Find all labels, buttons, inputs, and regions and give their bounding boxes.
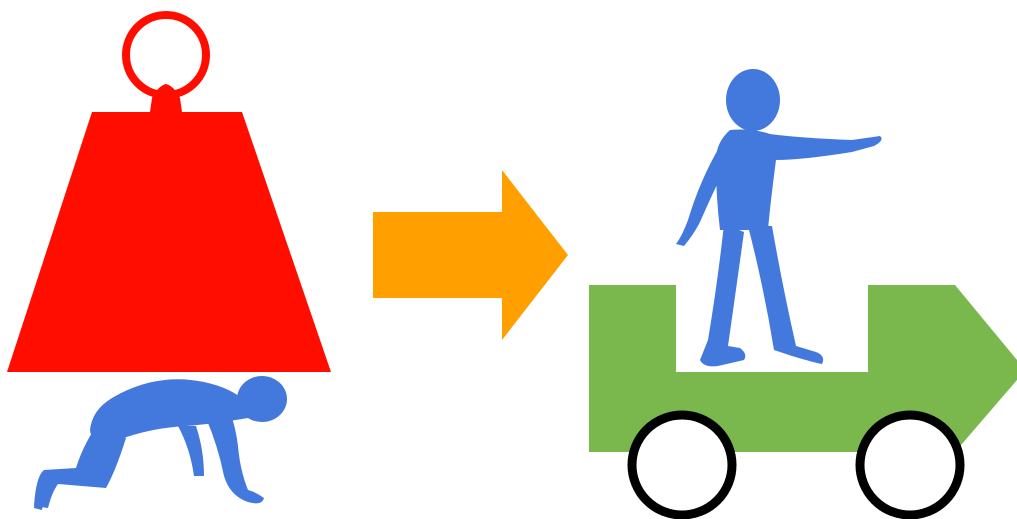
- crawling-person-arm-back: [178, 426, 204, 476]
- standing-person-head: [726, 69, 780, 131]
- standing-person-leg-right: [748, 226, 823, 364]
- weight-body: [7, 112, 331, 372]
- standing-person-leg-left: [700, 224, 745, 366]
- cart-wheel-left: [632, 415, 732, 515]
- weight-ring: [126, 15, 206, 95]
- cart-wheel-right: [860, 415, 960, 515]
- standing-person-torso: [716, 130, 882, 231]
- weight-knob: [150, 84, 182, 112]
- crawling-person-leg: [34, 418, 126, 508]
- crawling-person-icon: [34, 376, 287, 510]
- right-arrow-icon: [373, 170, 568, 340]
- weight-icon: [7, 15, 331, 372]
- crawling-person-arm: [206, 418, 264, 503]
- pointing-person-icon: [676, 69, 882, 366]
- cart-icon: [589, 285, 1017, 515]
